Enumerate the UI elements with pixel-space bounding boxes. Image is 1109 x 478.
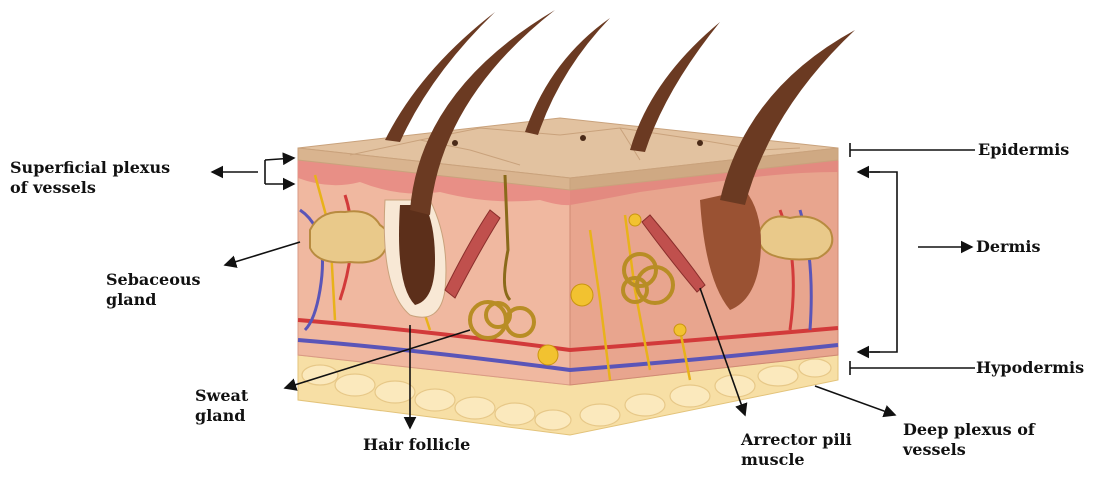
label-hair-follicle: Hair follicle	[363, 435, 470, 455]
label-arrector-pili: Arrector pili muscle	[741, 430, 852, 470]
label-deep-plexus: Deep plexus of vessels	[903, 420, 1035, 460]
label-sebaceous-gland: Sebaceous gland	[106, 270, 201, 310]
label-arrector-line2: muscle	[741, 450, 852, 470]
label-epidermis: Epidermis	[978, 140, 1069, 160]
label-deep-plexus-line2: vessels	[903, 440, 1035, 460]
label-sebaceous-line1: Sebaceous	[106, 270, 201, 290]
label-sweat-line2: gland	[195, 406, 248, 426]
label-deep-plexus-line1: Deep plexus of	[903, 420, 1035, 440]
label-dermis: Dermis	[976, 237, 1041, 257]
label-hypodermis: Hypodermis	[976, 358, 1084, 378]
label-superficial-plexus-line1: Superficial plexus	[10, 158, 170, 178]
label-arrector-line1: Arrector pili	[741, 430, 852, 450]
label-superficial-plexus-line2: of vessels	[10, 178, 170, 198]
label-sweat-gland: Sweat gland	[195, 386, 248, 426]
label-sebaceous-line2: gland	[106, 290, 201, 310]
label-sweat-line1: Sweat	[195, 386, 248, 406]
label-superficial-plexus: Superficial plexus of vessels	[10, 158, 170, 198]
